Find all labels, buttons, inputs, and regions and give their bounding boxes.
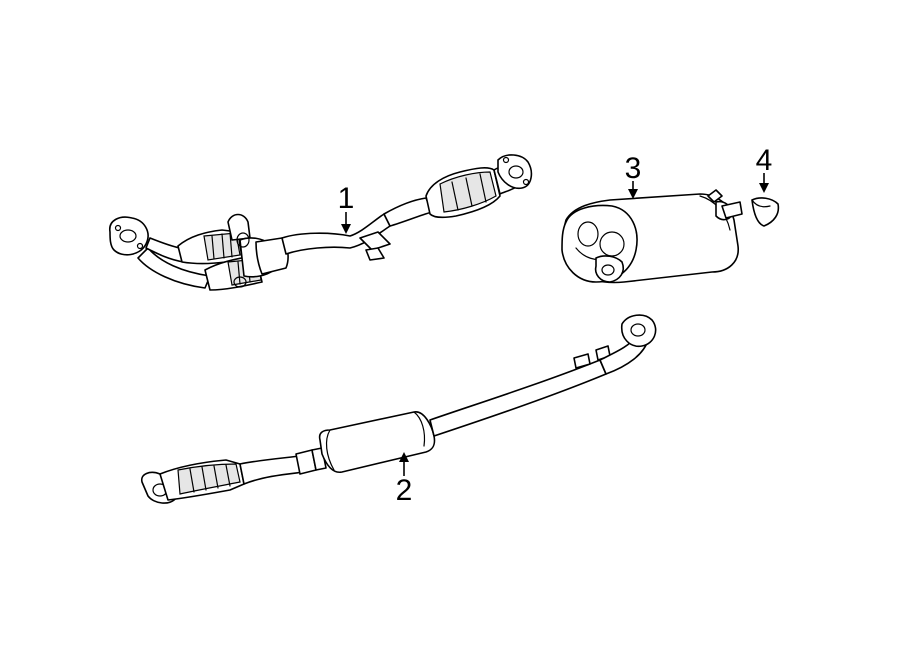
- callout-1-arrowhead: [341, 224, 351, 234]
- callout-4: 4: [756, 144, 773, 193]
- callout-3-arrowhead: [628, 189, 638, 199]
- callout-3: 3: [625, 152, 642, 199]
- callout-1-label: 1: [338, 182, 355, 215]
- part-3-rear-muffler: [561, 189, 743, 284]
- callout-2-label: 2: [396, 474, 413, 507]
- callout-1: 1: [338, 182, 355, 234]
- part-4-exhaust-tip: [751, 197, 780, 227]
- callout-4-arrowhead: [759, 183, 769, 193]
- callout-3-label: 3: [625, 152, 642, 185]
- callout-2-arrowhead: [399, 452, 409, 462]
- part-1-front-pipe-assembly: [109, 154, 533, 291]
- callout-4-label: 4: [756, 144, 773, 177]
- part-2-center-pipe-assembly: [140, 314, 657, 504]
- callout-2: 2: [396, 452, 413, 507]
